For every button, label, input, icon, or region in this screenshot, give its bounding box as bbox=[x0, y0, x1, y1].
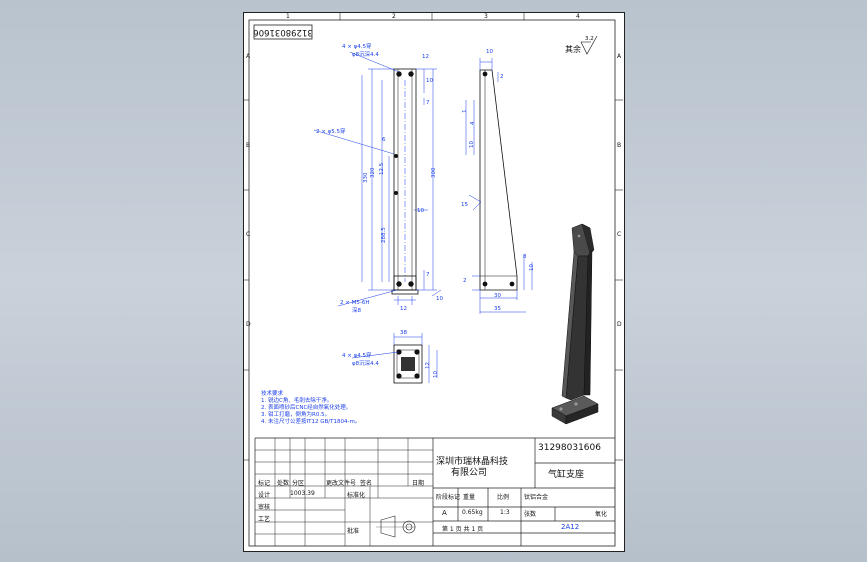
material-value: 钛铝合金 bbox=[524, 494, 549, 501]
label-craft: 工艺 bbox=[258, 516, 271, 523]
sheet-info: 第 1 页 共 1 页 bbox=[442, 526, 484, 533]
surface-value: 氧化 bbox=[595, 511, 608, 518]
front-dim-320: 320 bbox=[370, 167, 376, 178]
bottom-dim-10: 10 bbox=[433, 371, 439, 378]
front-dim-12: 12 bbox=[422, 54, 429, 60]
side-view-dimensions bbox=[465, 58, 533, 314]
note-item-3: 3. 钳工打磨，倒角为R0.5。 bbox=[261, 412, 331, 418]
company-name-line1: 深圳市瑞林晶科技 bbox=[436, 457, 509, 467]
weight-value: 0.65kg bbox=[462, 509, 483, 516]
header-signature: 签名 bbox=[360, 480, 373, 487]
side-dim-10c: 10 bbox=[529, 264, 535, 271]
isometric-render bbox=[551, 223, 599, 425]
bottom-dim-counterbore: φ8沉深4.4 bbox=[352, 359, 379, 367]
side-dim-30: 30 bbox=[494, 293, 501, 299]
front-dim-depth: 深8 bbox=[352, 306, 362, 314]
part-number: 31298031606 bbox=[538, 443, 601, 453]
side-dim-2a: 2 bbox=[500, 74, 504, 80]
label-check: 审核 bbox=[258, 504, 271, 511]
part-name: 气缸支座 bbox=[548, 470, 585, 480]
header-change-doc: 更改文件号 bbox=[326, 480, 357, 487]
projection-symbol bbox=[376, 515, 416, 538]
header-date: 日期 bbox=[412, 480, 425, 487]
title-block bbox=[254, 437, 615, 546]
front-dim-holes: 4 × φ4.5穿 bbox=[342, 42, 372, 50]
zone-label-right-A: A bbox=[617, 53, 622, 60]
zone-label-top-3: 3 bbox=[484, 13, 488, 20]
front-dim-7b: 7 bbox=[426, 272, 430, 278]
zone-label-top-4: 4 bbox=[576, 13, 580, 20]
front-dim-10c: 10 bbox=[436, 296, 443, 302]
label-weight: 重量 bbox=[463, 494, 476, 501]
scale-value: 1:3 bbox=[500, 509, 510, 516]
notes-title: 技术要求 bbox=[261, 391, 284, 397]
label-scale: 比例 bbox=[497, 494, 510, 501]
header-zone: 分区 bbox=[292, 480, 305, 487]
side-dim-10b: 10 bbox=[469, 141, 475, 148]
side-dim-1: 1 bbox=[462, 110, 468, 114]
front-view bbox=[391, 68, 419, 295]
zone-label-right-C: C bbox=[617, 231, 622, 238]
company-name-line2: 有限公司 bbox=[451, 468, 488, 478]
front-view-dimensions bbox=[313, 51, 442, 307]
label-standardize: 标准化 bbox=[347, 492, 366, 499]
side-view bbox=[479, 69, 518, 291]
front-dim-thread: 2 × M5-6H bbox=[340, 300, 369, 306]
side-dim-15: 15 bbox=[461, 202, 468, 208]
zone-label-left-D: D bbox=[246, 321, 251, 328]
side-dim-10a: 10 bbox=[486, 49, 493, 55]
front-dim-6: 6 bbox=[382, 137, 386, 143]
label-approve: 批准 bbox=[347, 528, 360, 535]
side-dim-8: 8 bbox=[523, 254, 527, 260]
design-date: 1003.39 bbox=[290, 490, 315, 497]
side-dim-4: 4 bbox=[470, 121, 476, 125]
zone-label-right-B: B bbox=[617, 142, 622, 149]
front-dim-330: 330 bbox=[363, 172, 369, 183]
note-item-2: 2. 表面喷砂后CNC经自然氧化处理。 bbox=[261, 405, 352, 411]
front-dim-10b: 10 bbox=[417, 208, 424, 214]
header-mark: 标记 bbox=[258, 480, 271, 487]
roughness-label: 其余 bbox=[565, 44, 581, 54]
front-dim-12b: 12 bbox=[400, 306, 407, 312]
bottom-dim-12: 12 bbox=[425, 362, 431, 369]
note-item-4: 4. 未注尺寸公差按IT12 GB/T1804-m。 bbox=[261, 419, 361, 425]
zone-label-top-2: 2 bbox=[392, 13, 396, 20]
label-total: 张数 bbox=[524, 511, 537, 518]
doc-number-box bbox=[253, 24, 313, 40]
zone-label-right-D: D bbox=[617, 321, 622, 328]
label-design: 设计 bbox=[258, 492, 271, 499]
roughness-value: 3.2 bbox=[585, 36, 594, 42]
doc-number-rotated: 31298031606 bbox=[253, 27, 313, 37]
technical-notes: 技术要求 1. 锐边C角、毛刺去除干净。 2. 表面喷砂后CNC经自然氧化处理。… bbox=[261, 391, 360, 426]
note-item-1: 1. 锐边C角、毛刺去除干净。 bbox=[261, 398, 333, 404]
bottom-view bbox=[393, 344, 423, 384]
stage-value: A bbox=[442, 509, 447, 517]
bottom-dim-holes: 4 × φ4.5穿 bbox=[342, 351, 372, 359]
zone-label-top-1: 1 bbox=[286, 13, 290, 20]
front-dim-2holes: 2 × φ5.5穿 bbox=[316, 127, 346, 135]
front-dim-7a: 7 bbox=[426, 100, 430, 106]
front-dim-counterbore: φ8沉深4.4 bbox=[352, 50, 379, 58]
roughness-symbol: 其余 3.2 bbox=[565, 35, 598, 55]
zone-label-left-A: A bbox=[246, 53, 251, 60]
side-dim-2b: 2 bbox=[463, 278, 467, 284]
front-dim-12-5: 12.5 bbox=[379, 162, 385, 175]
header-count: 处数 bbox=[277, 480, 290, 487]
front-dim-288: 288.5 bbox=[381, 227, 387, 243]
label-stage-mark: 阶段标记 bbox=[436, 494, 461, 501]
front-dim-300: 300 bbox=[431, 167, 437, 178]
side-dim-35: 35 bbox=[494, 306, 501, 312]
bottom-dim-38: 38 bbox=[400, 330, 407, 336]
front-dim-10a: 10 bbox=[426, 78, 433, 84]
bottom-view-dimensions bbox=[351, 333, 438, 383]
zone-label-left-B: B bbox=[246, 142, 251, 149]
zone-label-left-C: C bbox=[246, 231, 251, 238]
size-value: 2A12 bbox=[561, 523, 580, 531]
